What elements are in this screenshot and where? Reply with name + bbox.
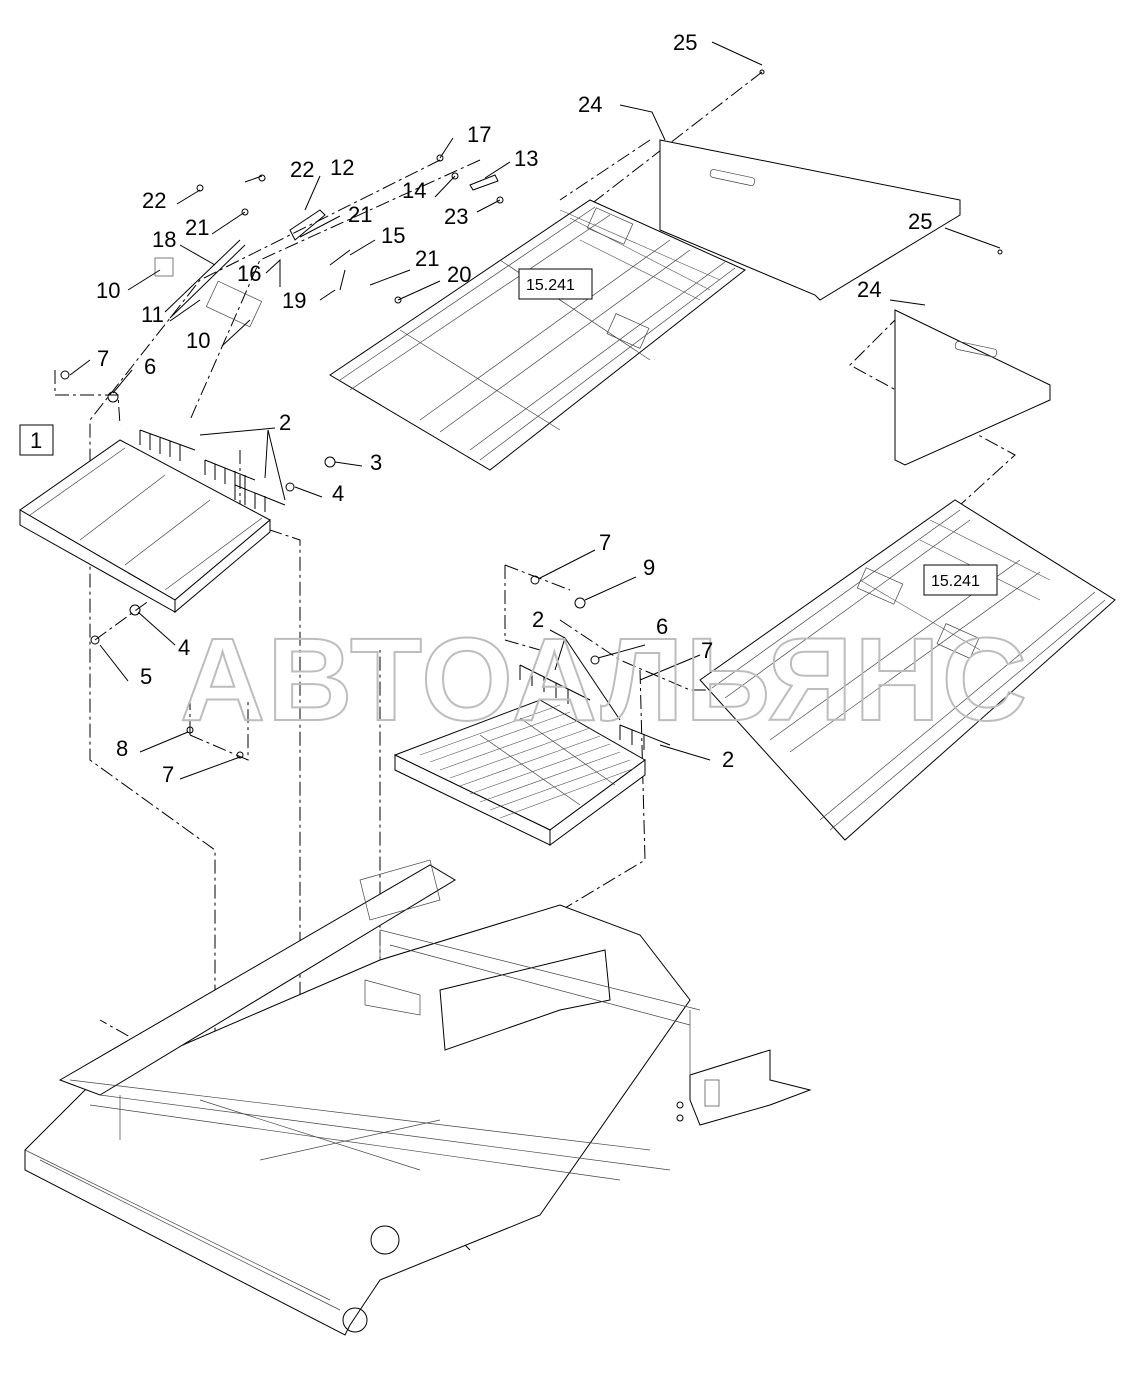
item-1-box-label: 1 bbox=[30, 428, 42, 453]
callout-25: 25 bbox=[908, 209, 932, 234]
item-1-box bbox=[19, 424, 54, 456]
callout-24: 24 bbox=[857, 277, 881, 302]
callout-22: 22 bbox=[290, 157, 314, 182]
hardware-parts bbox=[60, 69, 1003, 759]
callout-10: 10 bbox=[96, 278, 120, 303]
lower-sieve-assembly bbox=[699, 309, 1116, 841]
callout-3: 3 bbox=[370, 450, 382, 475]
ref-box-upper bbox=[518, 268, 593, 300]
callout-22: 22 bbox=[142, 188, 166, 213]
main-chassis-frame bbox=[24, 859, 812, 1336]
callout-4: 4 bbox=[178, 635, 190, 660]
middle-sieve bbox=[393, 699, 646, 846]
callout-21: 21 bbox=[185, 215, 209, 240]
callout-17: 17 bbox=[467, 122, 491, 147]
callout-21: 21 bbox=[415, 246, 439, 271]
callout-leader-lines bbox=[69, 41, 1001, 780]
callout-20: 20 bbox=[447, 262, 471, 287]
callout-7: 7 bbox=[97, 346, 109, 371]
item-1-frame bbox=[19, 439, 271, 614]
callout-labels: 25 24 17 13 14 23 22 12 22 21 21 15 21 1… bbox=[96, 30, 932, 787]
callout-19: 19 bbox=[282, 288, 306, 313]
upper-sieve-assembly bbox=[329, 139, 961, 471]
ref-box-lower-label: 15.241 bbox=[931, 573, 980, 590]
callout-9: 9 bbox=[643, 555, 655, 580]
watermark-text: АВТОАЛЬЯНС bbox=[180, 614, 1029, 746]
callout-12: 12 bbox=[330, 155, 354, 180]
finger-combs bbox=[139, 429, 671, 750]
callout-21: 21 bbox=[348, 202, 372, 227]
callout-25: 25 bbox=[673, 30, 697, 55]
callout-7: 7 bbox=[599, 530, 611, 555]
callout-6: 6 bbox=[144, 354, 156, 379]
callout-10: 10 bbox=[186, 328, 210, 353]
callout-11: 11 bbox=[141, 302, 164, 327]
ref-box-lower bbox=[923, 564, 998, 596]
callout-15: 15 bbox=[381, 223, 405, 248]
callout-2: 2 bbox=[279, 410, 291, 435]
callout-8: 8 bbox=[116, 736, 128, 761]
callout-6: 6 bbox=[656, 614, 668, 639]
callout-2: 2 bbox=[722, 747, 734, 772]
callout-18: 18 bbox=[152, 227, 176, 252]
callout-14: 14 bbox=[402, 178, 426, 203]
callout-5: 5 bbox=[140, 664, 152, 689]
reference-boxes: 1 15.241 15.241 bbox=[19, 268, 998, 596]
callout-16: 16 bbox=[237, 261, 261, 286]
ref-box-upper-label: 15.241 bbox=[526, 277, 575, 294]
callout-7: 7 bbox=[701, 638, 713, 663]
callout-2: 2 bbox=[532, 607, 544, 632]
callout-24: 24 bbox=[578, 92, 602, 117]
callout-7: 7 bbox=[162, 762, 174, 787]
callout-4: 4 bbox=[332, 481, 344, 506]
callout-13: 13 bbox=[514, 146, 538, 171]
callout-23: 23 bbox=[444, 204, 468, 229]
